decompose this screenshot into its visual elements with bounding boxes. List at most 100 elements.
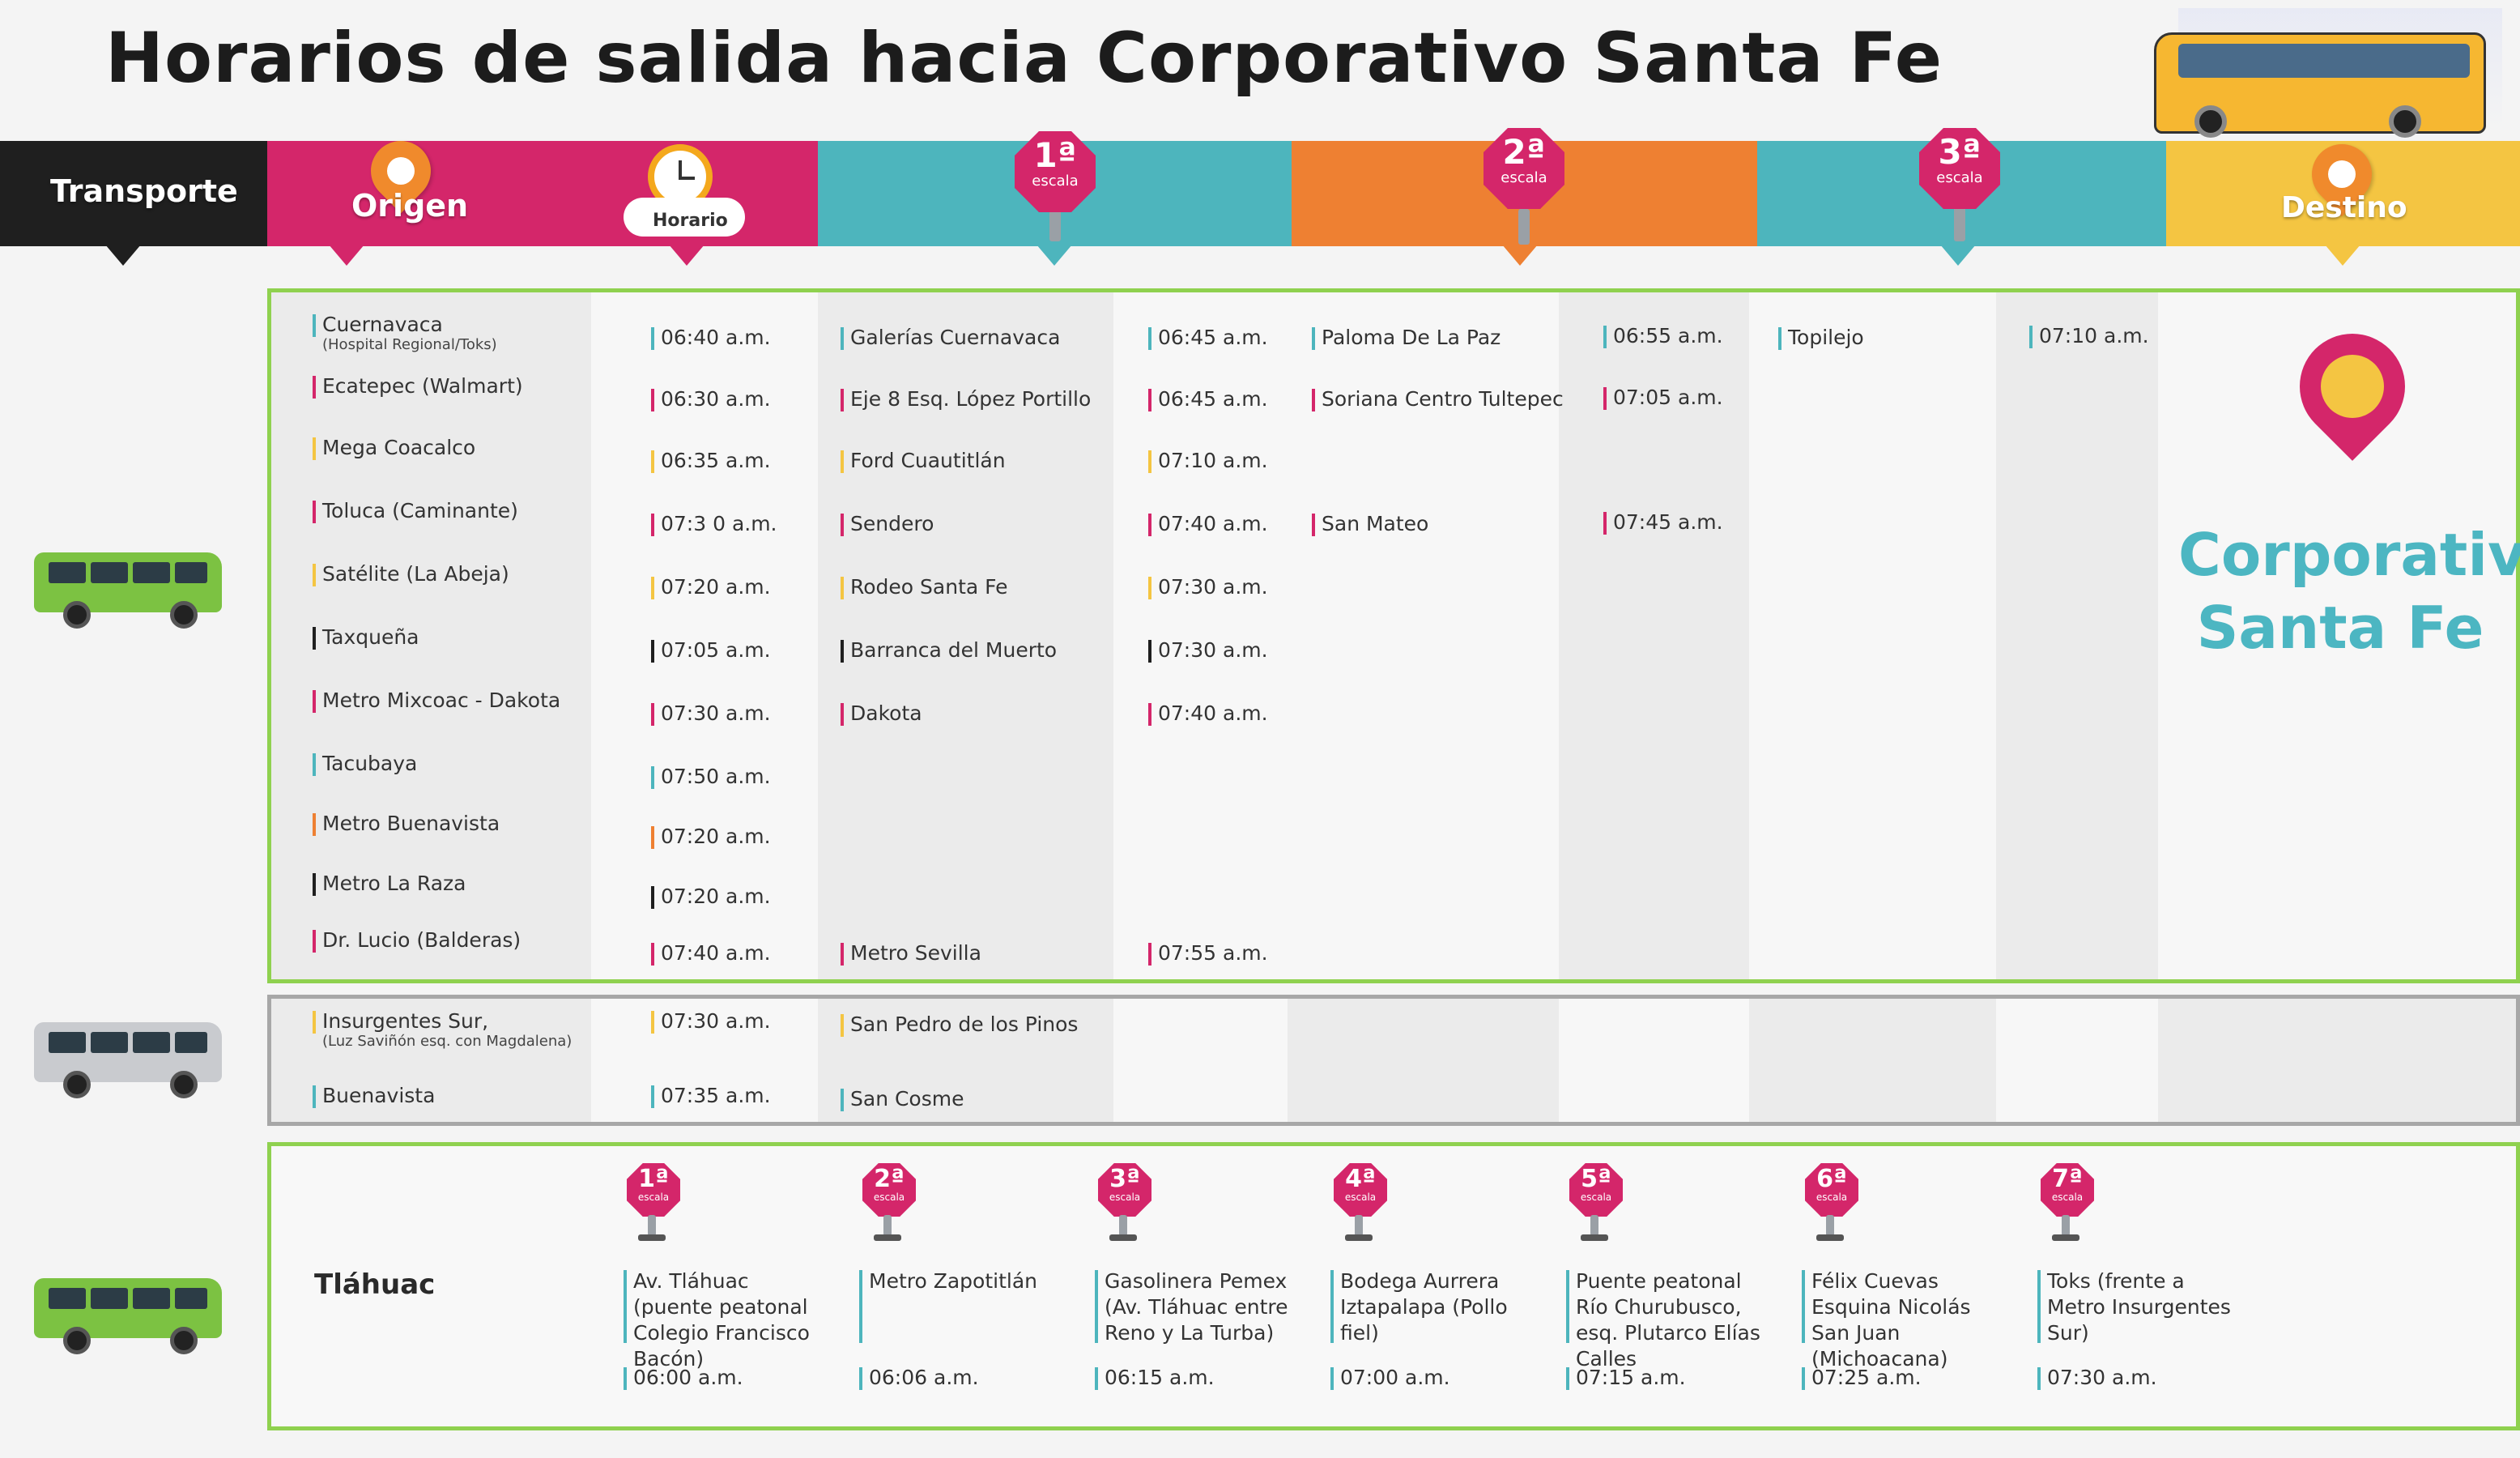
notch [1502,245,1538,266]
header-horario-label: Horario [653,211,728,231]
stop-1-cell: Dakota [841,701,922,726]
origin-cell: Buenavista [313,1084,435,1108]
page-title: Horarios de salida hacia Corporativo San… [105,18,1943,99]
stop-base [638,1234,666,1241]
stop-2-cell: Soriana Centro Tultepec [1312,387,1564,411]
header-destino: Destino [2166,131,2520,266]
stop-base [2052,1234,2079,1241]
departure-time-cell: 07:05 a.m. [651,638,771,663]
stop-3-cell: Topilejo [1778,326,1864,350]
notch [669,245,704,266]
departure-time-cell: 07:40 a.m. [651,941,771,966]
column-shade [271,292,591,979]
stop-pole [2062,1215,2070,1236]
column-shade [1559,292,1749,979]
origin-cell: Metro Mixcoac - Dakota [313,688,560,713]
tlahuac-stop-time: 07:00 a.m. [1330,1366,1450,1390]
stop-3-time-cell: 07:10 a.m. [2029,324,2149,348]
stop-pole [1355,1215,1363,1236]
stop-2-time-cell: 07:45 a.m. [1603,510,1723,535]
stop-pole [1954,206,1965,241]
departure-time-cell: 07:20 a.m. [651,885,771,909]
origin-cell: Toluca (Caminante) [313,499,518,523]
stop-pole [1590,1215,1598,1236]
stop-pole [1049,209,1061,241]
column-shade [2158,999,2516,1122]
destination-line-1: Corporativo [2178,521,2520,589]
stop-pole [1826,1215,1834,1236]
origin-cell: Dr. Lucio (Balderas) [313,928,521,953]
column-shade [1749,999,1996,1122]
tlahuac-stop-name: Félix Cuevas Esquina Nicolás San Juan (M… [1802,1268,2006,1372]
tlahuac-stop-time: 06:06 a.m. [859,1366,979,1390]
departure-time-cell: 07:30 a.m. [651,1009,771,1034]
tlahuac-stop-time: 07:15 a.m. [1566,1366,1686,1390]
origin-cell: Insurgentes Sur,(Luz Saviñón esq. con Ma… [313,1009,572,1050]
header-bus-illustration [2146,8,2502,142]
departure-time-cell: 07:30 a.m. [651,701,771,726]
header-transporte-label: Transporte [50,173,238,209]
stop-base [1816,1234,1844,1241]
stop-1-time-cell: 07:30 a.m. [1148,575,1268,599]
stop-1-cell: Ford Cuautitlán [841,449,1006,473]
notch [105,245,141,266]
stop-base [1345,1234,1373,1241]
stop-1-time-cell: 07:10 a.m. [1148,449,1268,473]
tlahuac-stop-name: Puente peatonal Río Churubusco, esq. Plu… [1566,1268,1770,1372]
departure-time-cell: 06:30 a.m. [651,387,771,411]
column-shade [1996,292,2158,979]
stop-base [874,1234,901,1241]
stop-1-cell: San Cosme [841,1087,964,1111]
stop-1-cell: Galerías Cuernavaca [841,326,1060,350]
departure-time-cell: 07:20 a.m. [651,825,771,849]
origin-cell: Ecatepec (Walmart) [313,374,523,399]
stop-1-cell: Sendero [841,512,934,536]
stop-1-time-cell: 06:45 a.m. [1148,326,1268,350]
stop-2-time-cell: 06:55 a.m. [1603,324,1723,348]
origin-cell: Metro La Raza [313,872,466,896]
destination-line-2: Santa Fe [2196,594,2484,662]
stop-1-time-cell: 07:40 a.m. [1148,512,1268,536]
column-shade [818,999,1113,1122]
stop-pole [1119,1215,1127,1236]
stop-1-cell: San Pedro de los Pinos [841,1013,1078,1037]
origin-cell: Taxqueña [313,625,419,650]
stop-1-time-cell: 07:30 a.m. [1148,638,1268,663]
header-origen: Origen Horario [267,128,818,266]
stop-base [1581,1234,1608,1241]
tlahuac-stop-name: Toks (frente a Metro Insurgentes Sur) [2037,1268,2241,1346]
header-destino-label: Destino [2281,191,2407,224]
horario-cloud [624,198,745,237]
stop-1-cell: Barranca del Muerto [841,638,1057,663]
departure-time-cell: 07:20 a.m. [651,575,771,599]
stop-1-time-cell: 07:40 a.m. [1148,701,1268,726]
tlahuac-stop-time: 06:00 a.m. [624,1366,743,1390]
stop-base [1109,1234,1137,1241]
tlahuac-stop-name: Av. Tláhuac (puente peatonal Colegio Fra… [624,1268,828,1372]
stop-pole [883,1215,892,1236]
stop-pole [1518,209,1530,245]
tlahuac-stop-time: 07:30 a.m. [2037,1366,2157,1390]
column-shade [271,999,591,1122]
tlahuac-label: Tláhuac [314,1268,436,1301]
header-origen-label: Origen [351,188,469,224]
departure-time-cell: 06:40 a.m. [651,326,771,350]
stop-1-time-cell: 06:45 a.m. [1148,387,1268,411]
tlahuac-stop-name: Metro Zapotitlán [859,1268,1063,1343]
origin-cell: Satélite (La Abeja) [313,562,509,586]
departure-time-cell: 07:3 0 a.m. [651,512,777,536]
stop-1-time-cell: 07:55 a.m. [1148,941,1268,966]
stop-1-cell: Rodeo Santa Fe [841,575,1008,599]
notch [1940,245,1976,266]
header-transporte: Transporte [0,141,267,266]
stop-2-cell: San Mateo [1312,512,1428,536]
